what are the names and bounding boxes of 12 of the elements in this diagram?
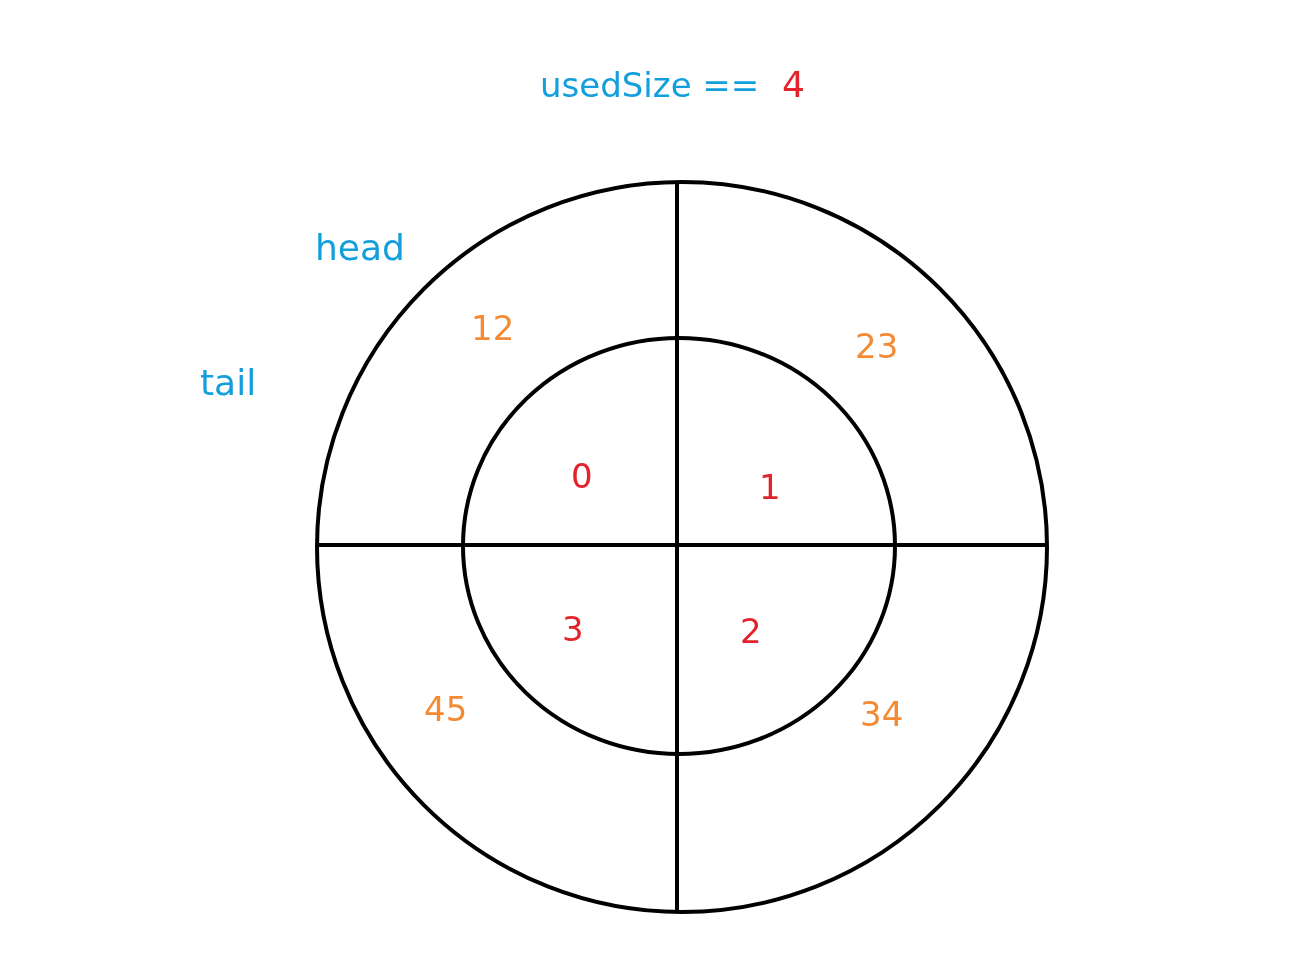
index-number: 2 (740, 614, 762, 648)
size-value: 4 (782, 67, 805, 103)
index-number: 1 (759, 470, 781, 504)
element-value: 23 (855, 329, 899, 363)
pointer-label: tail (200, 365, 257, 401)
element-value: 34 (860, 697, 904, 731)
element-value: 45 (424, 692, 468, 726)
pointer-label: head (315, 230, 405, 266)
index-number: 3 (562, 612, 584, 646)
size-label: usedSize == (540, 68, 760, 102)
index-number: 0 (571, 459, 593, 493)
element-value: 12 (471, 311, 515, 345)
